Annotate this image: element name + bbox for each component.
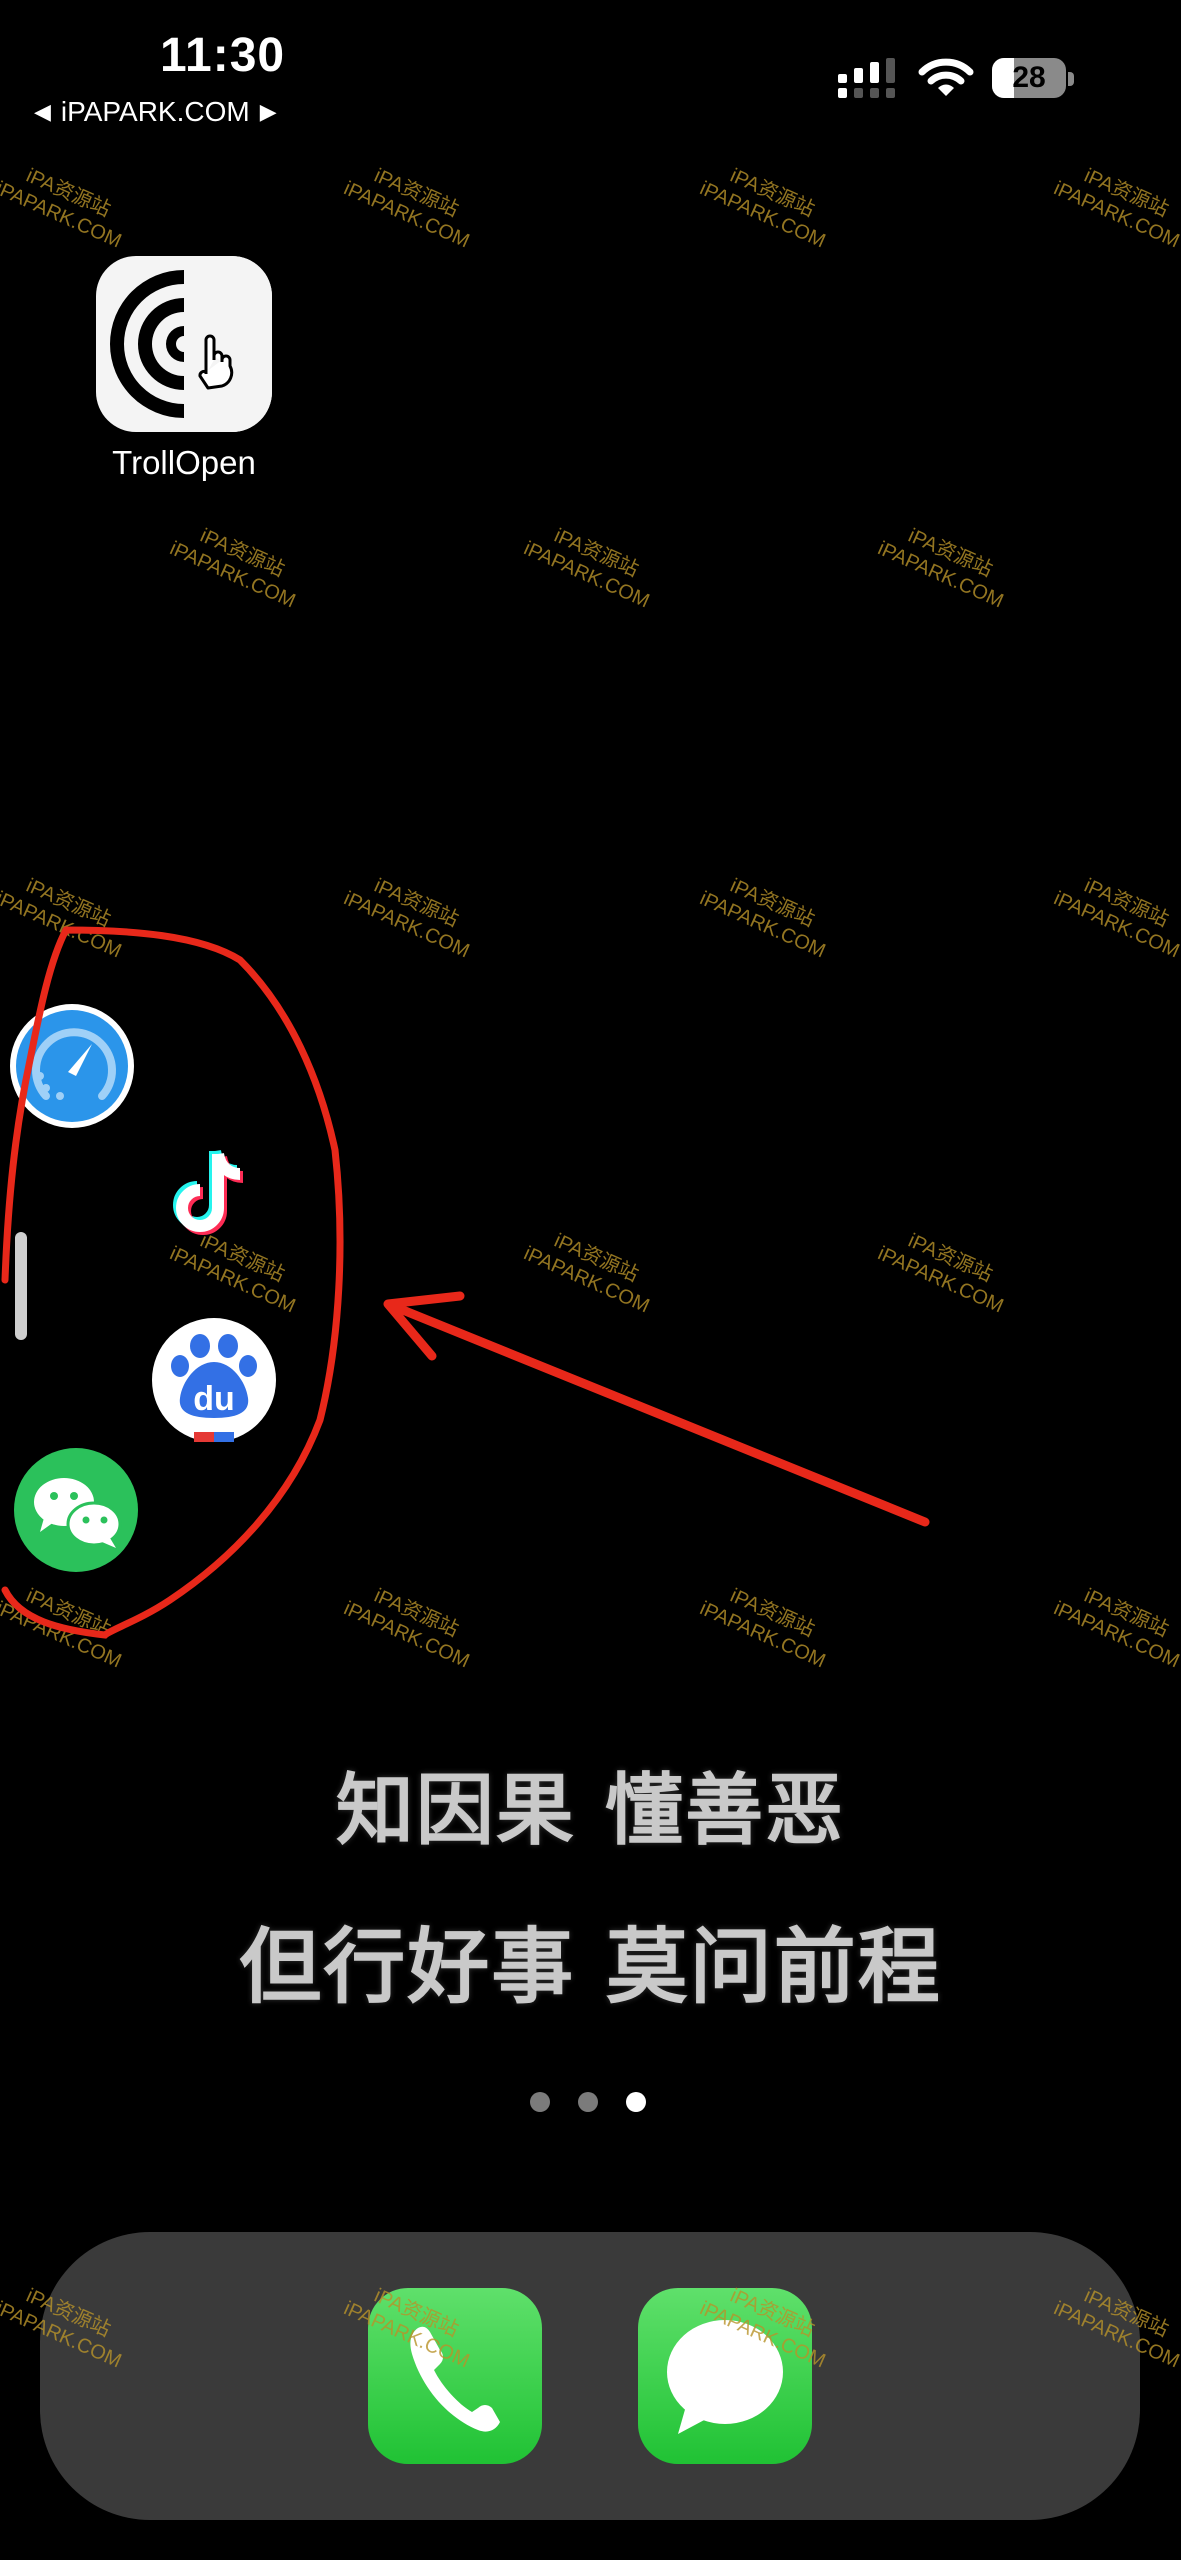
message-bubble-icon xyxy=(667,2320,783,2434)
wechat-bubbles-icon xyxy=(34,1478,122,1548)
svg-text:du: du xyxy=(193,1380,235,1418)
back-arrow-icon: ◀ xyxy=(34,99,51,124)
floating-panel-handle[interactable] xyxy=(15,1232,27,1340)
battery-indicator: 28 xyxy=(992,58,1076,100)
status-time: 11:30 xyxy=(160,29,286,82)
battery-level: 28 xyxy=(1012,61,1046,94)
back-link-label: iPAPARK.COM xyxy=(60,96,250,127)
dock-app-phone[interactable] xyxy=(368,2288,542,2464)
speedometer-icon xyxy=(32,1028,116,1100)
dock xyxy=(40,2232,1140,2520)
back-to-app-link[interactable]: ◀ iPAPARK.COM ▶ xyxy=(34,96,277,128)
wallpaper-quote-line1: 知因果 懂善恶 xyxy=(335,1766,846,1856)
trollopen-icon xyxy=(110,256,272,432)
floating-app-baidu[interactable]: du xyxy=(152,1318,276,1442)
page-indicator[interactable] xyxy=(530,2092,646,2112)
floating-app-speedometer[interactable] xyxy=(10,1004,134,1128)
page-dot-1[interactable] xyxy=(530,2092,550,2112)
baidu-paw-icon: du xyxy=(171,1334,257,1442)
wifi-icon xyxy=(918,58,974,96)
cellular-signal-icon xyxy=(838,58,895,98)
app-icon-trollopen[interactable] xyxy=(96,256,272,432)
phone-handset-icon xyxy=(410,2326,500,2432)
forward-arrow-icon: ▶ xyxy=(259,99,277,124)
page-dot-3-active[interactable] xyxy=(626,2092,646,2112)
floating-app-wechat[interactable] xyxy=(14,1448,138,1572)
wallpaper-quote-line2: 但行好事 莫问前程 xyxy=(239,1920,942,2015)
floating-app-tiktok[interactable] xyxy=(160,1140,260,1240)
annotation-arrow-icon xyxy=(383,1291,930,1527)
dock-app-messages[interactable] xyxy=(638,2288,812,2464)
tiktok-note-icon xyxy=(173,1149,244,1235)
app-label-trollopen: TrollOpen xyxy=(112,444,256,481)
page-dot-2[interactable] xyxy=(578,2092,598,2112)
